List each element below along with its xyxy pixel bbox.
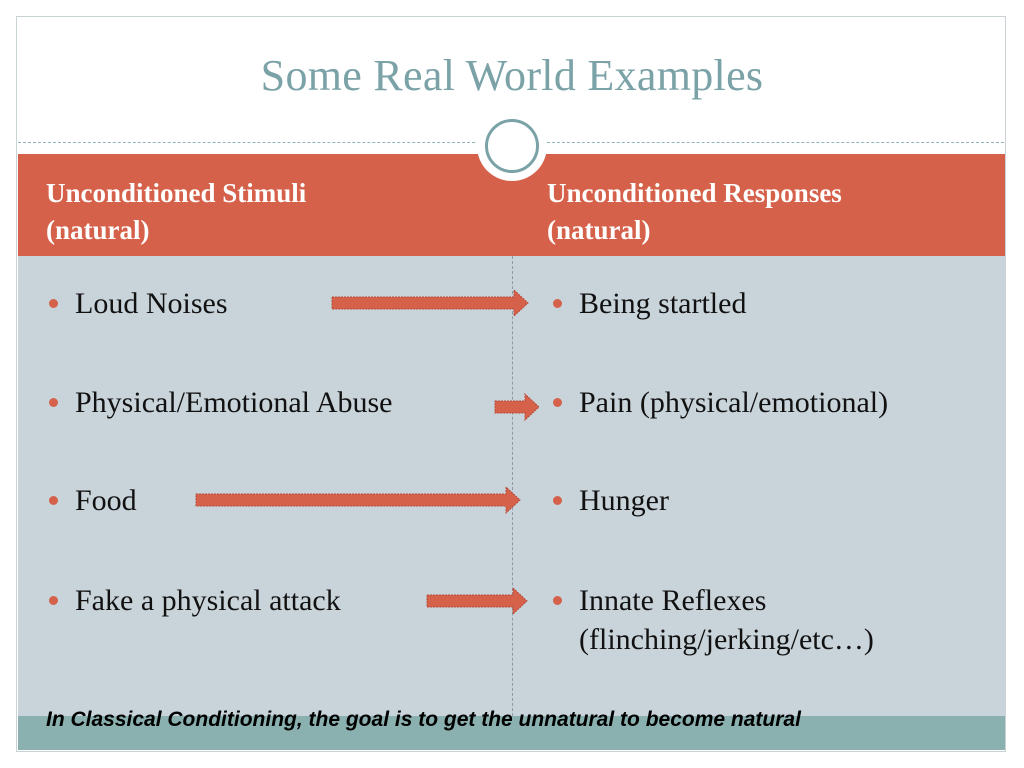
response-item: Hunger <box>579 484 669 517</box>
bullet-icon <box>553 299 562 308</box>
header-responses: Unconditioned Responses (natural) <box>547 175 842 249</box>
arrow-right-icon <box>195 485 521 515</box>
bullet-icon <box>553 596 562 605</box>
stimulus-item: Physical/Emotional Abuse <box>75 386 393 419</box>
content-band <box>18 256 1005 716</box>
response-item: Pain (physical/emotional) <box>579 386 889 419</box>
response-item: Being startled <box>579 287 747 320</box>
ornament-circle-icon <box>485 119 539 173</box>
stimulus-item: Fake a physical attack <box>75 584 341 617</box>
header-responses-line1: Unconditioned Responses <box>547 178 842 208</box>
bullet-icon <box>553 398 562 407</box>
header-responses-line2: (natural) <box>547 215 651 245</box>
bullet-icon <box>49 496 58 505</box>
stimulus-item: Loud Noises <box>75 287 228 320</box>
response-item: Innate Reflexes <box>579 584 767 617</box>
stimulus-item: Food <box>75 484 137 517</box>
bullet-icon <box>49 398 58 407</box>
slide-title: Some Real World Examples <box>260 51 764 100</box>
arrow-right-icon <box>494 392 540 422</box>
bullet-icon <box>49 596 58 605</box>
arrow-right-icon <box>426 586 528 616</box>
response-item-continuation: (flinching/jerking/etc…) <box>579 623 874 656</box>
header-stimuli-line2: (natural) <box>46 215 150 245</box>
header-stimuli: Unconditioned Stimuli (natural) <box>46 175 306 249</box>
arrow-right-icon <box>331 288 529 318</box>
bullet-icon <box>553 496 562 505</box>
footer-band <box>18 716 1005 750</box>
bullet-icon <box>49 299 58 308</box>
footer-note: In Classical Conditioning, the goal is t… <box>46 708 801 731</box>
column-divider <box>512 256 513 716</box>
header-stimuli-line1: Unconditioned Stimuli <box>46 178 307 208</box>
